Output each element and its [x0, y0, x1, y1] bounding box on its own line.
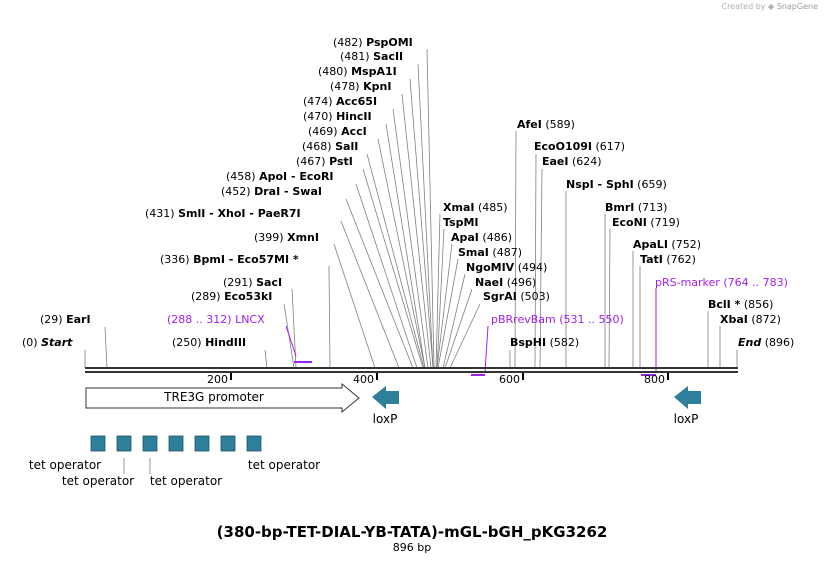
- tet-operator-box: [168, 435, 184, 452]
- site-label: (482) PspOMI: [333, 36, 413, 49]
- tet-operator-label: tet operator: [150, 474, 222, 488]
- loxp-label: loxP: [373, 412, 398, 426]
- site-label: NaeI (496): [475, 276, 536, 289]
- site-label: BclI * (856): [708, 298, 773, 311]
- primer-label: pBRrevBam (531 .. 550): [491, 313, 624, 326]
- feature-track: TRE3G promoter loxP loxP tet operator te…: [29, 382, 701, 488]
- site-label: ApaI (486): [451, 231, 512, 244]
- ruler-tick-mark: [230, 373, 232, 380]
- site-label: SgrAI (503): [483, 290, 550, 303]
- ruler-tick-label: 200: [207, 373, 228, 386]
- tet-operator-box: [90, 435, 106, 452]
- tet-operator-box: [246, 435, 262, 452]
- loxp-arrow: [372, 386, 399, 409]
- loxp-label: loxP: [674, 412, 699, 426]
- ruler-tick-label: 800: [644, 373, 665, 386]
- promoter-arrow: [85, 382, 360, 414]
- site-label: NspI - SphI (659): [566, 178, 667, 191]
- credit-brand: SnapGene: [776, 2, 818, 11]
- site-label: (481) SacII: [340, 50, 403, 63]
- site-label: (29) EarI: [40, 313, 91, 326]
- loxp-arrow: [674, 386, 701, 409]
- site-label: XbaI (872): [720, 313, 781, 326]
- tet-operator-label: tet operator: [29, 458, 101, 472]
- site-label: (0) Start: [22, 336, 73, 349]
- ruler-tick-label: 400: [353, 373, 374, 386]
- site-leader-lines: [84, 48, 738, 369]
- tet-operator-boxes: [90, 435, 262, 452]
- promoter-label: TRE3G promoter: [163, 390, 264, 404]
- tet-operator-box: [194, 435, 210, 452]
- ruler: 200 400 600 800: [207, 373, 669, 386]
- tet-operator-box: [116, 435, 132, 452]
- site-label: (399) XmnI: [254, 231, 319, 244]
- backbone: [85, 367, 738, 373]
- ruler-tick-label: 600: [499, 373, 520, 386]
- site-label: (431) SmlI - XhoI - PaeR7I: [145, 207, 301, 220]
- site-label: (289) Eco53kI: [191, 290, 272, 303]
- snapgene-logo-icon: ◆: [768, 2, 775, 11]
- site-label: (336) BpmI - Eco57MI *: [160, 253, 299, 266]
- map-title: (380-bp-TET-DIAL-YB-TATA)-mGL-bGH_pKG326…: [217, 523, 608, 541]
- ruler-tick-mark: [522, 373, 524, 380]
- map-subtitle: 896 bp: [393, 541, 431, 554]
- ruler-tick-mark: [376, 373, 378, 380]
- primer-label: pRS-marker (764 .. 783): [655, 276, 788, 289]
- primer-markers: [285, 288, 657, 376]
- site-label: ApaLI (752): [633, 238, 701, 251]
- site-label: (458) ApoI - EcoRI: [226, 170, 334, 183]
- tet-operator-box: [220, 435, 236, 452]
- site-label: (470) HincII: [303, 110, 372, 123]
- site-labels: (0) Start (29) EarI (250) HindIII (289) …: [22, 36, 794, 349]
- tet-operator-leaders: [123, 458, 151, 474]
- tet-operator-label: tet operator: [248, 458, 320, 472]
- site-label: (478) KpnI: [330, 80, 391, 93]
- site-label: EaeI (624): [542, 155, 602, 168]
- snapgene-credit: Created by ◆ SnapGene: [721, 2, 818, 11]
- site-label: (480) MspA1I: [318, 65, 397, 78]
- primer-labels: (288 .. 312) LNCX pBRrevBam (531 .. 550)…: [167, 276, 788, 326]
- site-label: TatI (762): [640, 253, 696, 266]
- site-label: (474) Acc65I: [303, 95, 377, 108]
- site-label: EcoO109I (617): [534, 140, 625, 153]
- site-label: TspMI: [443, 216, 479, 229]
- site-label: (468) SalI: [302, 140, 358, 153]
- site-label: EcoNI (719): [612, 216, 680, 229]
- site-label: NgoMIV (494): [466, 261, 547, 274]
- site-label: SmaI (487): [458, 246, 522, 259]
- site-label: XmaI (485): [443, 201, 508, 214]
- site-label: BmrI (713): [605, 201, 667, 214]
- site-label: End (896): [738, 336, 794, 349]
- site-label: BspHI (582): [510, 336, 579, 349]
- site-label: AfeI (589): [517, 118, 575, 131]
- site-label: (469) AccI: [308, 125, 367, 138]
- tet-operator-box: [142, 435, 158, 452]
- site-label: (467) PstI: [296, 155, 353, 168]
- primer-label: (288 .. 312) LNCX: [167, 313, 265, 326]
- credit-prefix: Created by: [721, 2, 766, 11]
- site-label: (291) SacI: [223, 276, 282, 289]
- site-label: (452) DraI - SwaI: [221, 185, 322, 198]
- ruler-tick-mark: [667, 373, 669, 380]
- site-label: (250) HindIII: [172, 336, 246, 349]
- tet-operator-label: tet operator: [62, 474, 134, 488]
